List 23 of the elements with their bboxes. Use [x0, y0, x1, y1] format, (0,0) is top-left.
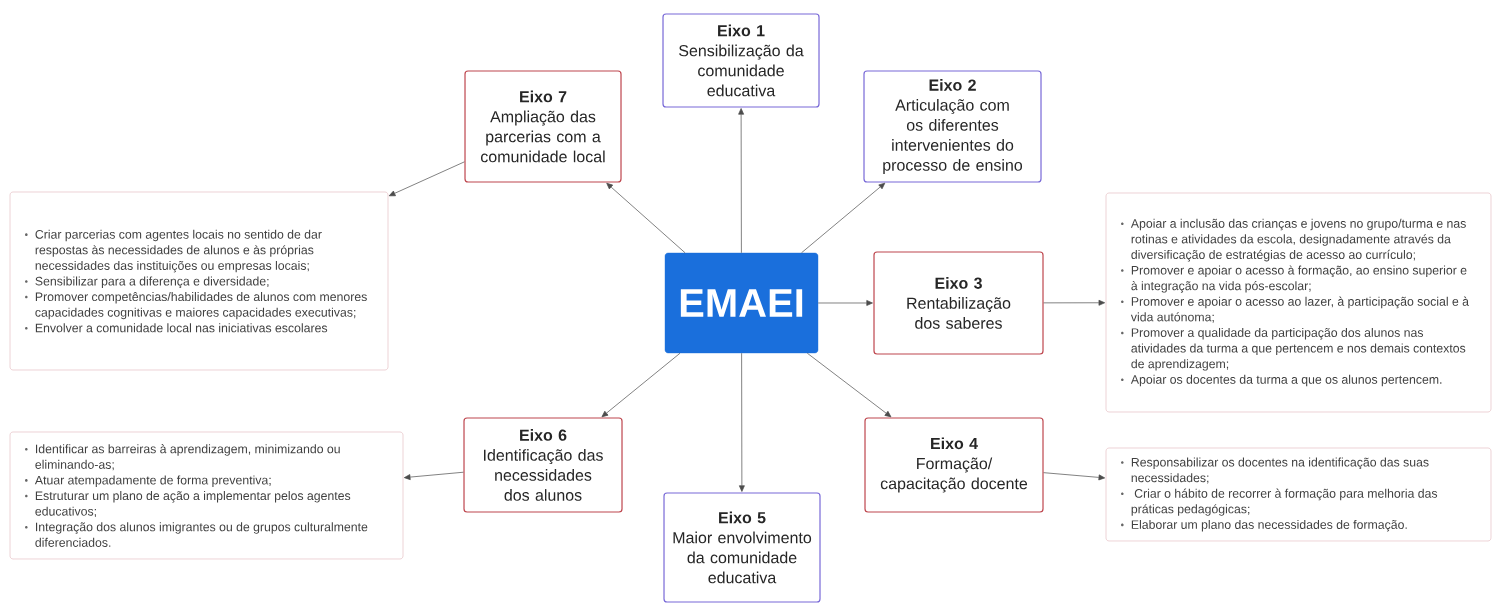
- arrow: [801, 182, 886, 254]
- axis-box: Eixo 1 Sensibilização da comunidade educativa: [662, 13, 820, 108]
- axis-box: Eixo 2 Articulação com os diferentes intervenientes do processo de ensino: [863, 70, 1042, 183]
- axis-box: Eixo 5 Maior envolvimento da comunidade educativa: [663, 492, 821, 603]
- axis-box: Eixo 7 Ampliação das parcerias com a comunidade local: [464, 70, 622, 183]
- arrow: [806, 352, 892, 418]
- arrow: [606, 182, 686, 254]
- arrow: [817, 300, 873, 306]
- bullet-list-box: Responsabilizar os docentes na identificação das suas necessidades; Criar o hábito de recorrer à formação para melhoria das práticas pedagógicas; Elaborar um plano das necessidades de formação.: [1105, 447, 1492, 542]
- axis-box: Eixo 3 Rentabilização dos saberes: [873, 251, 1044, 355]
- axis-box: Eixo 6 Identificação das necessidades dos alunos: [463, 417, 623, 513]
- arrow: [1043, 472, 1106, 481]
- arrow: [403, 471, 464, 480]
- bullet-list-box: Apoiar a inclusão das crianças e jovens no grupo/turma e nas rotinas e atividades da escola, designadamente através da diversificação de estratégias de acesso ao currículo; Promover e apoiar o acesso à formação, ao ensino superior e à integração na vida pós-escolar; Promover e apoiar o acesso ao lazer, à participação social e à vida autónoma; Promover a qualidade da participação dos alunos nas atividades da turma a que pertencem e nos demais contextos de aprendizagem; Apoiar os docentes da turma a que os alunos pertencem.: [1105, 192, 1492, 413]
- arrow: [601, 352, 681, 418]
- arrow: [1043, 299, 1106, 306]
- arrow: [738, 108, 745, 254]
- central-box: EMAEI: [664, 252, 819, 354]
- bullet-list-box: Criar parcerias com agentes locais no sentido de dar respostas às necessidades de alunos e às próprias necessidades das instituições ou empresas locais; Sensibilizar para a diferença e diversidade; Promover competências/habilidades de alunos com menores capacidades cognitivas e maiores capacidades executivas; Envolver a comunidade local nas iniciativas escolares: [9, 191, 389, 371]
- arrow: [739, 352, 745, 492]
- bullet-list-box: Identificar as barreiras à aprendizagem, minimizando ou eliminando-as; Atuar atempadamente de forma preventiva; Estruturar um plano de ação a implementar pelos agentes educativos; Integração dos alunos imigrantes ou de grupos culturalmente diferenciados.: [9, 431, 404, 560]
- axis-box: Eixo 4 Formação/ capacitação docente: [864, 417, 1044, 513]
- arrow: [388, 161, 465, 197]
